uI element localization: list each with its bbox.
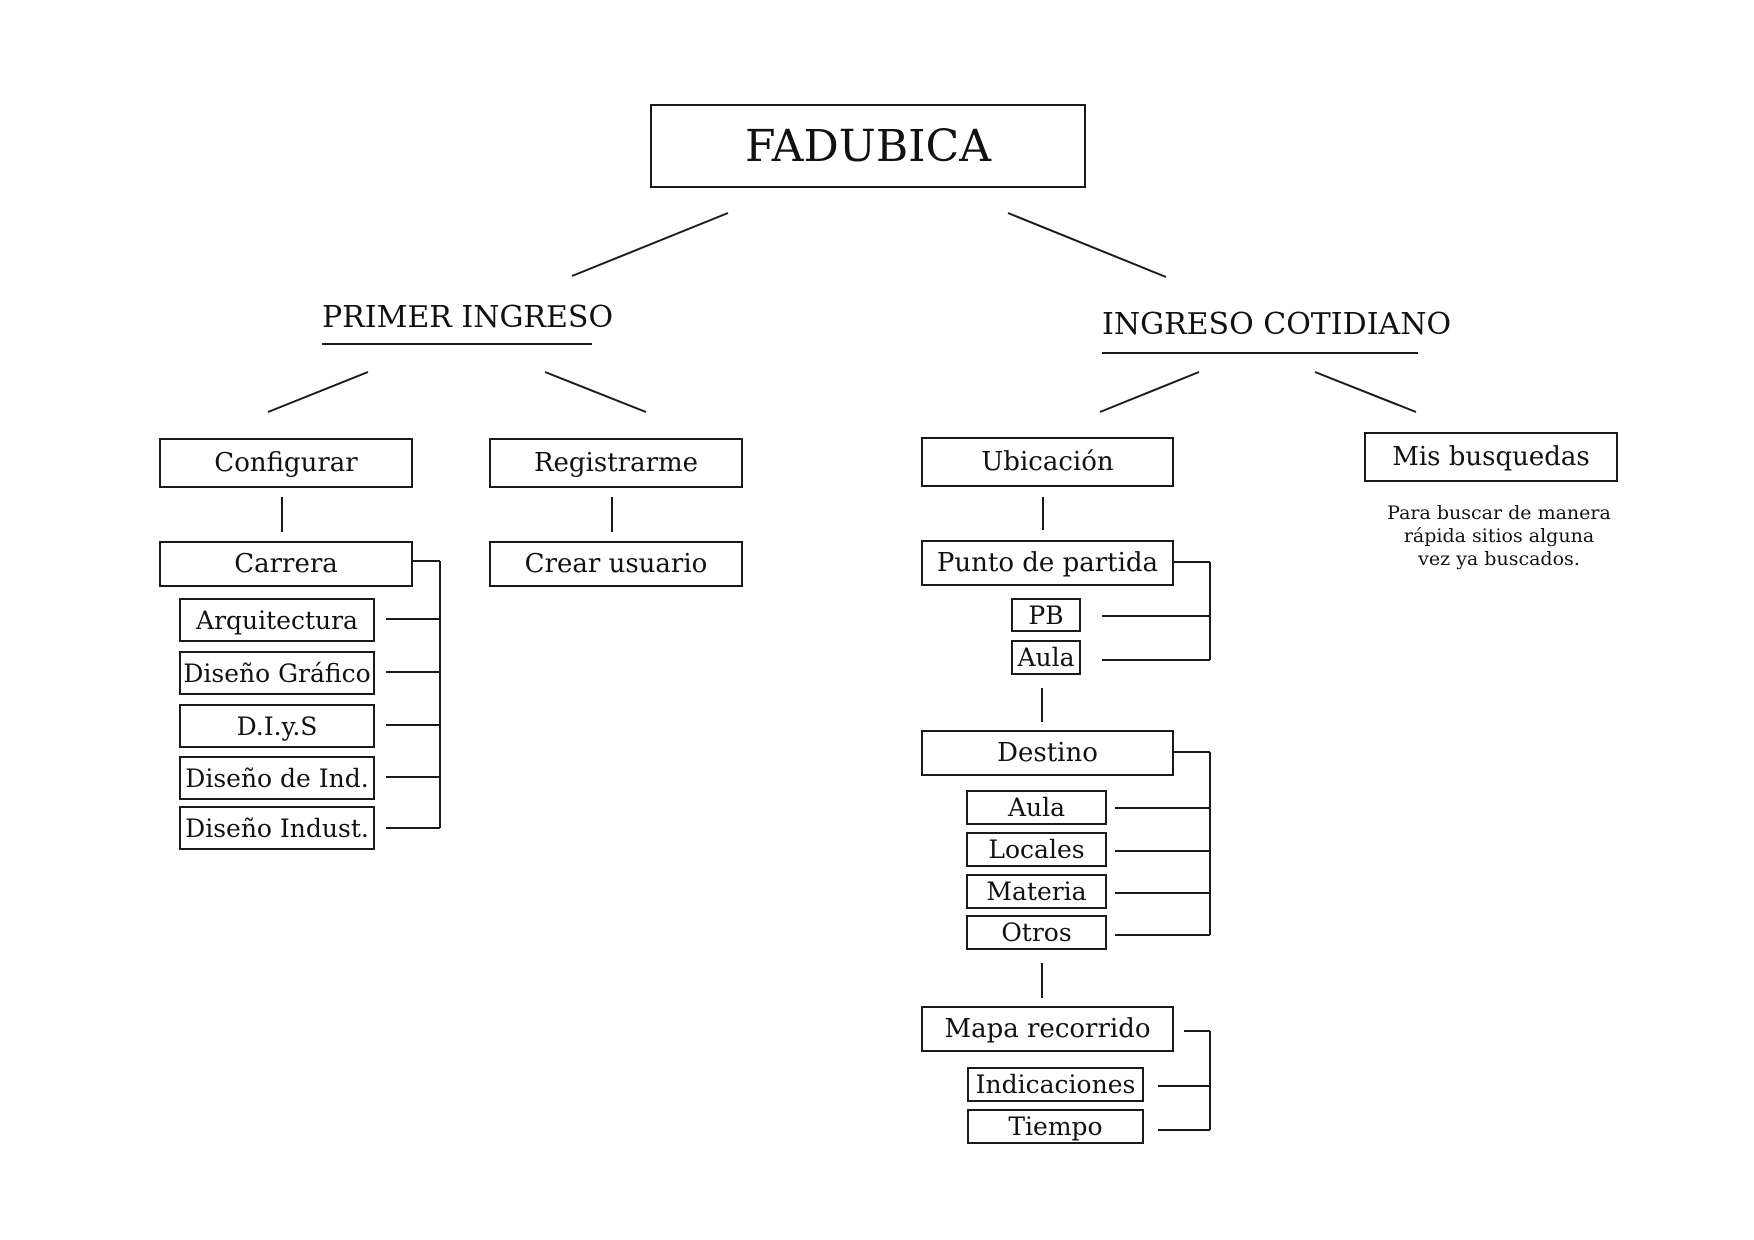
punto-de-partida-node: Punto de partida: [921, 540, 1174, 586]
carrera-item: Diseño Indust.: [179, 806, 375, 850]
crear-usuario-node: Crear usuario: [489, 541, 743, 587]
punto-item-label: PB: [1028, 600, 1064, 630]
ingreso-cotidiano-heading: INGRESO COTIDIANO: [1102, 307, 1452, 342]
carrera-item-label: Diseño de Ind.: [185, 763, 369, 793]
ubicacion-label: Ubicación: [981, 447, 1114, 477]
destino-node: Destino: [921, 730, 1174, 776]
mapa-item-label: Tiempo: [1008, 1112, 1103, 1141]
carrera-item-label: Diseño Indust.: [185, 813, 369, 843]
destino-item-label: Aula: [1007, 793, 1066, 822]
destino-item-label: Otros: [1001, 918, 1072, 947]
mapa-item: Indicaciones: [967, 1067, 1144, 1102]
punto-item: PB: [1011, 598, 1081, 632]
carrera-item: Diseño de Ind.: [179, 756, 375, 800]
note-line: rápida sitios alguna: [1403, 525, 1595, 547]
destino-item-label: Locales: [988, 835, 1085, 864]
carrera-item: D.I.y.S: [179, 704, 375, 748]
mis-busquedas-note: Para buscar de manera rápida sitios algu…: [1364, 502, 1634, 571]
root-node: FADUBICA: [650, 104, 1086, 188]
ubicacion-node: Ubicación: [921, 437, 1174, 487]
root-label: FADUBICA: [745, 120, 991, 172]
configurar-node: Configurar: [159, 438, 413, 488]
carrera-item-label: Diseño Gráfico: [183, 658, 371, 688]
punto-item: Aula: [1011, 640, 1081, 675]
note-line: vez ya buscados.: [1418, 548, 1580, 570]
mapa-recorrido-label: Mapa recorrido: [944, 1014, 1151, 1044]
configurar-label: Configurar: [214, 448, 358, 478]
carrera-item-label: Arquitectura: [196, 605, 358, 635]
carrera-node: Carrera: [159, 541, 413, 587]
punto-item-label: Aula: [1017, 643, 1075, 672]
mapa-item-label: Indicaciones: [975, 1070, 1136, 1099]
mis-busquedas-node: Mis busquedas: [1364, 432, 1618, 482]
carrera-label: Carrera: [234, 549, 338, 579]
destino-item: Otros: [966, 915, 1107, 950]
mapa-item: Tiempo: [967, 1109, 1144, 1144]
crear-usuario-label: Crear usuario: [524, 549, 708, 579]
destino-item-label: Materia: [986, 877, 1087, 906]
note-line: Para buscar de manera: [1387, 502, 1611, 524]
carrera-item-label: D.I.y.S: [236, 711, 318, 741]
punto-de-partida-label: Punto de partida: [936, 548, 1159, 578]
destino-item: Aula: [966, 790, 1107, 825]
carrera-item: Diseño Gráfico: [179, 651, 375, 695]
destino-item: Locales: [966, 832, 1107, 867]
primer-ingreso-heading: PRIMER INGRESO: [322, 300, 614, 335]
destino-label: Destino: [997, 738, 1098, 768]
mapa-recorrido-node: Mapa recorrido: [921, 1006, 1174, 1052]
destino-item: Materia: [966, 874, 1107, 909]
registrarme-node: Registrarme: [489, 438, 743, 488]
registrarme-label: Registrarme: [533, 448, 699, 478]
carrera-item: Arquitectura: [179, 598, 375, 642]
mis-busquedas-label: Mis busquedas: [1392, 442, 1590, 472]
